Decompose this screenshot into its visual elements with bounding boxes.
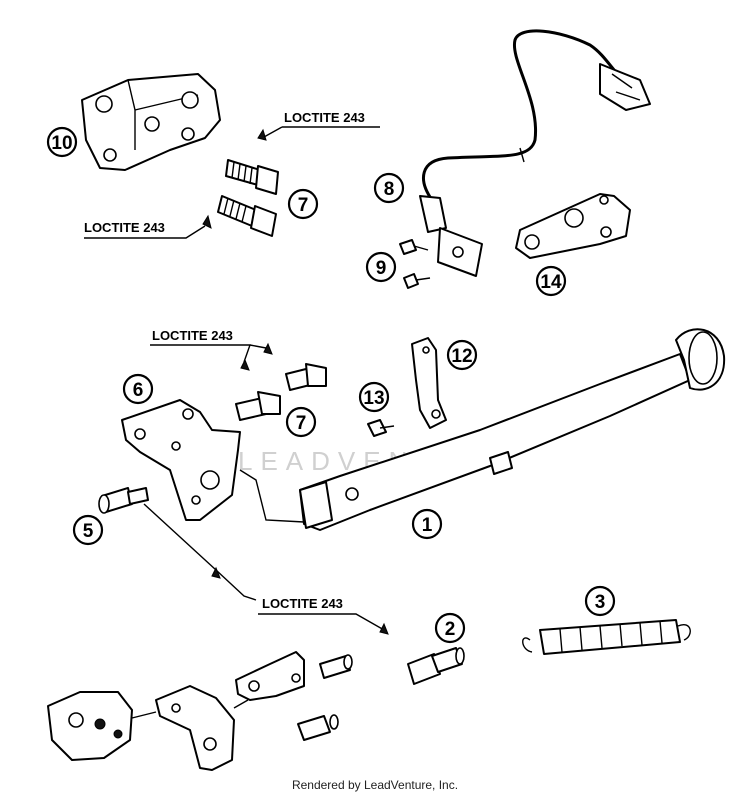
callout-5: 5 xyxy=(72,514,104,546)
callout-12: 12 xyxy=(446,339,478,371)
callout-3: 3 xyxy=(584,585,616,617)
callout-9: 9 xyxy=(365,251,397,283)
part-7-bolt-mid-a xyxy=(285,363,327,391)
svg-text:1: 1 xyxy=(422,515,433,536)
callout-8: 8 xyxy=(373,172,405,204)
leader-6-to-1 xyxy=(239,469,305,523)
svg-text:3: 3 xyxy=(595,592,606,613)
part-1-side-stand xyxy=(299,328,726,531)
loctite-label-4: LOCTITE 243 xyxy=(258,596,385,631)
part-13-screw xyxy=(367,419,395,437)
callout-10: 10 xyxy=(46,126,78,158)
svg-text:7: 7 xyxy=(296,413,307,434)
callout-6: 6 xyxy=(122,373,154,405)
svg-text:12: 12 xyxy=(451,346,472,367)
svg-text:5: 5 xyxy=(83,521,94,542)
part-9-screws xyxy=(399,239,431,289)
leader-5 xyxy=(143,503,257,601)
loctite-drop-3 xyxy=(240,358,250,371)
loctite-drop-4 xyxy=(263,342,273,355)
svg-text:14: 14 xyxy=(540,272,562,293)
svg-text:8: 8 xyxy=(384,179,395,200)
assembled-view xyxy=(47,651,353,771)
svg-text:LOCTITE 243: LOCTITE 243 xyxy=(284,110,365,125)
loctite-label-2: LOCTITE 243 xyxy=(84,220,206,239)
part-14-plate xyxy=(515,193,631,259)
part-7-bolt-upper xyxy=(225,159,279,195)
svg-text:LOCTITE 243: LOCTITE 243 xyxy=(84,220,165,235)
callout-2: 2 xyxy=(434,612,466,644)
part-7-bolt-mid-b xyxy=(235,391,281,421)
part-5-pin xyxy=(98,487,149,514)
svg-text:13: 13 xyxy=(363,388,384,409)
part-12-switch-plate xyxy=(411,337,447,429)
loctite-label-1: LOCTITE 243 xyxy=(263,110,380,138)
loctite-drop-1 xyxy=(257,128,267,141)
callout-7-upper: 7 xyxy=(287,188,319,220)
svg-text:10: 10 xyxy=(51,133,72,154)
svg-text:7: 7 xyxy=(298,195,309,216)
svg-text:LOCTITE 243: LOCTITE 243 xyxy=(262,596,343,611)
part-8-sensor-cable xyxy=(419,29,651,277)
part-3-spring xyxy=(522,619,691,655)
part-6-bracket xyxy=(121,399,241,521)
svg-text:2: 2 xyxy=(445,619,456,640)
part-2-stud xyxy=(407,647,465,685)
loctite-label-3: LOCTITE 243 xyxy=(150,328,267,363)
callout-1: 1 xyxy=(411,508,443,540)
callout-13: 13 xyxy=(358,381,390,413)
svg-text:6: 6 xyxy=(133,380,144,401)
loctite-drop-6 xyxy=(379,622,389,635)
callout-7-mid: 7 xyxy=(285,406,317,438)
svg-text:9: 9 xyxy=(376,258,387,279)
loctite-drop-2 xyxy=(202,214,212,229)
footer-credit: Rendered by LeadVenture, Inc. xyxy=(291,778,459,792)
part-10-bracket xyxy=(81,73,221,171)
svg-text:LOCTITE 243: LOCTITE 243 xyxy=(152,328,233,343)
loctite-drop-5 xyxy=(211,566,221,579)
part-7-bolt-lower xyxy=(217,195,277,237)
callout-14: 14 xyxy=(535,265,567,297)
